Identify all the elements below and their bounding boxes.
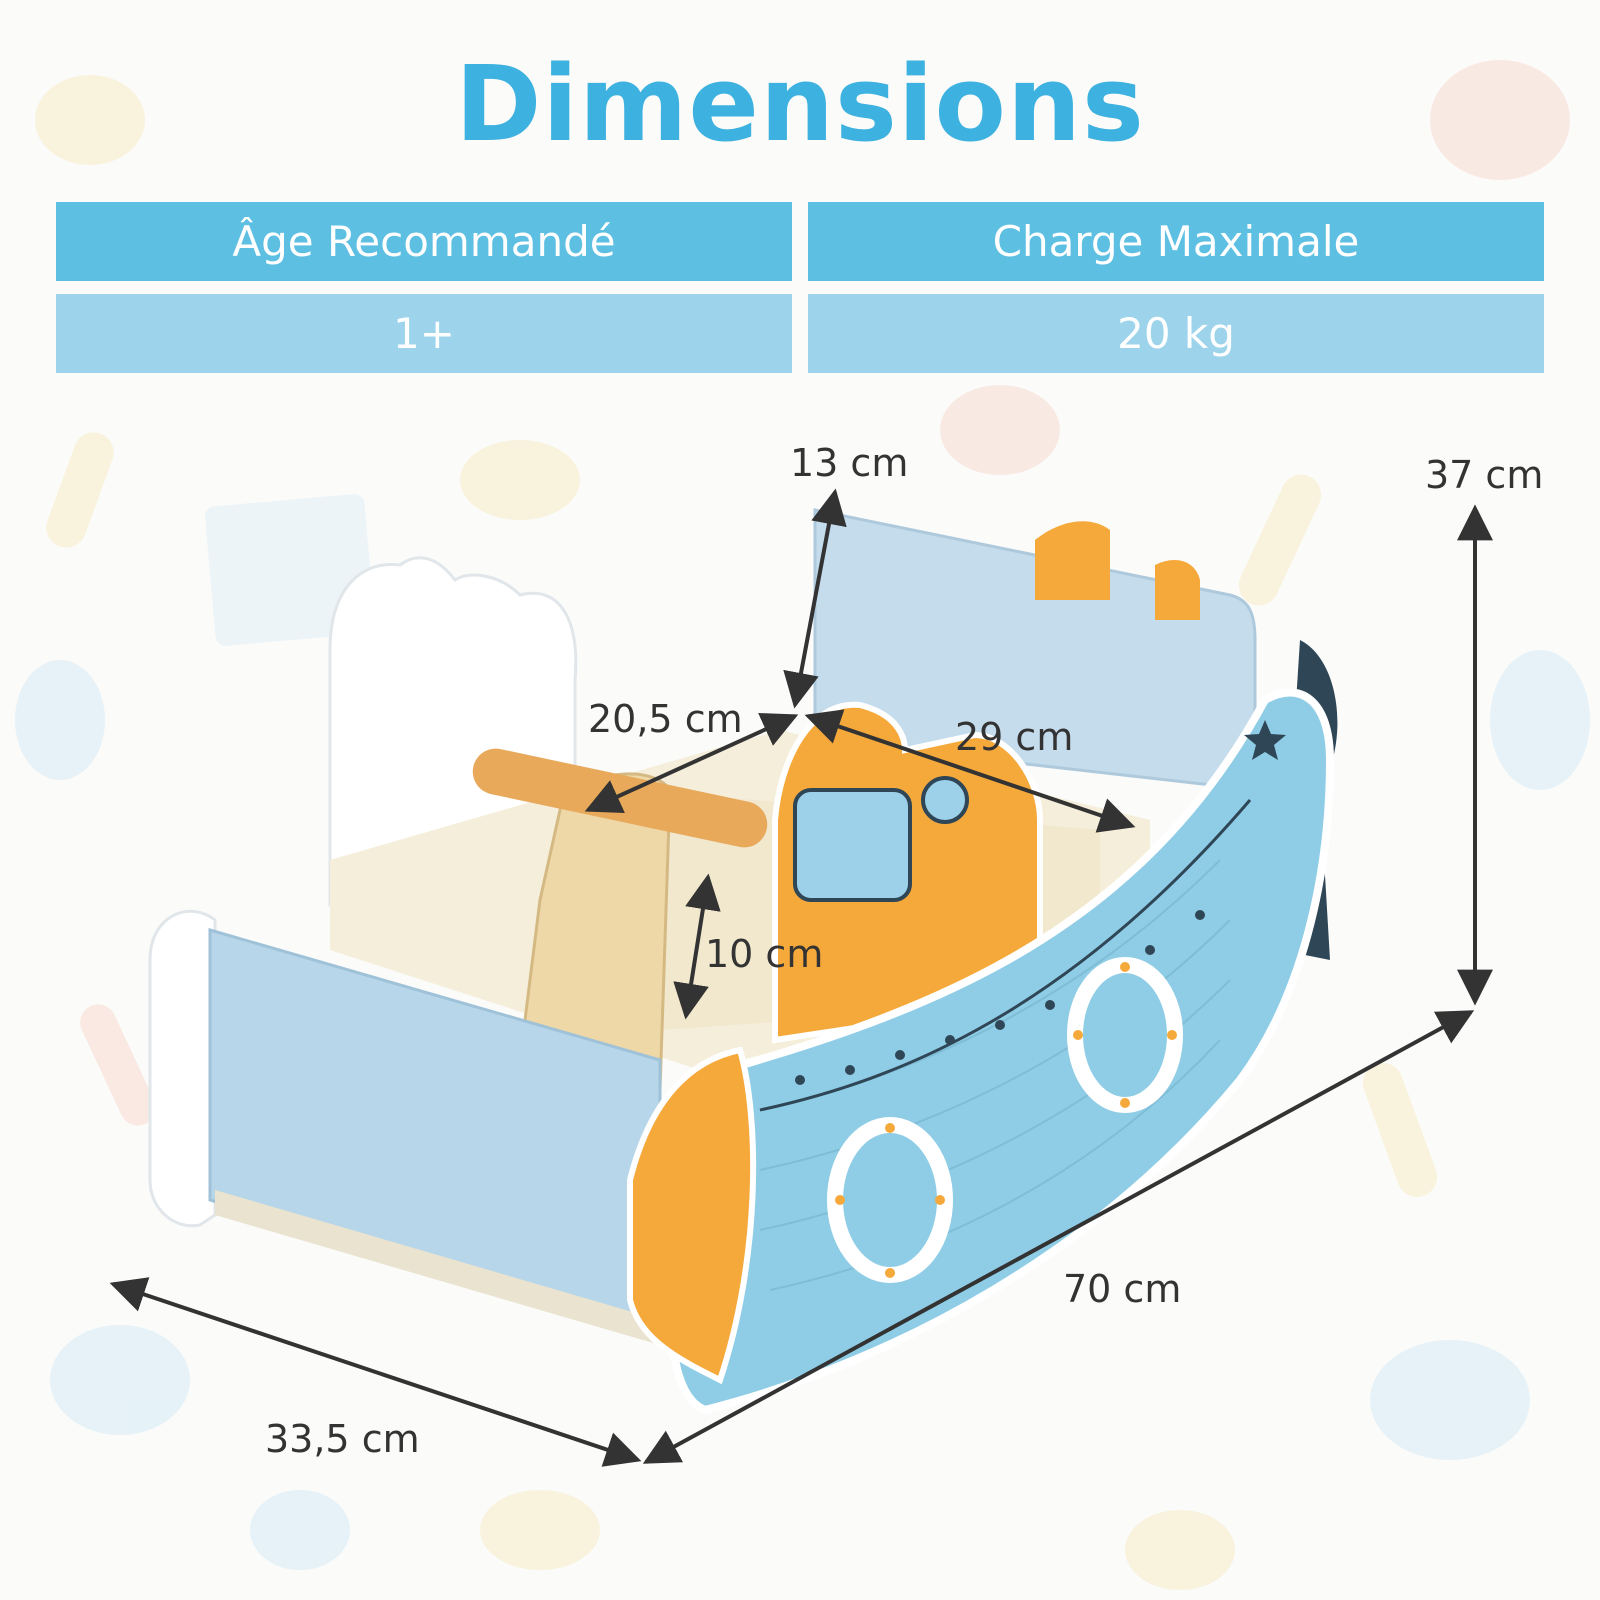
width-label: 33,5 cm xyxy=(265,1417,420,1461)
seat-depth-label: 20,5 cm xyxy=(588,697,743,741)
load-value-cell: 20 kg xyxy=(808,294,1544,373)
dim-line-seat-depth xyxy=(584,713,799,813)
porthole-small xyxy=(921,776,969,824)
dim-line-backrest-height xyxy=(783,488,847,709)
load-header-cell: Charge Maximale xyxy=(808,202,1544,281)
orange-fin xyxy=(1155,560,1200,620)
length-label: 70 cm xyxy=(1063,1267,1182,1311)
dim-line-width xyxy=(109,1277,642,1467)
dim-line-handle-height xyxy=(673,873,721,1020)
dim-line-length xyxy=(642,1010,1475,1464)
age-header-cell: Âge Recommandé xyxy=(56,202,792,281)
star-icon xyxy=(1244,720,1286,760)
total-height-label: 37 cm xyxy=(1425,453,1544,497)
dim-line-seat-width xyxy=(804,709,1136,833)
backrest-height-label: 13 cm xyxy=(790,441,909,485)
orange-fin xyxy=(1035,521,1110,600)
age-value-cell: 1+ xyxy=(56,294,792,373)
front-panel xyxy=(148,909,217,1228)
seat-width-label: 29 cm xyxy=(955,715,1074,759)
cabin-window xyxy=(793,788,912,902)
page-title: Dimensions xyxy=(455,43,1145,165)
handle-height-label: 10 cm xyxy=(705,932,824,976)
